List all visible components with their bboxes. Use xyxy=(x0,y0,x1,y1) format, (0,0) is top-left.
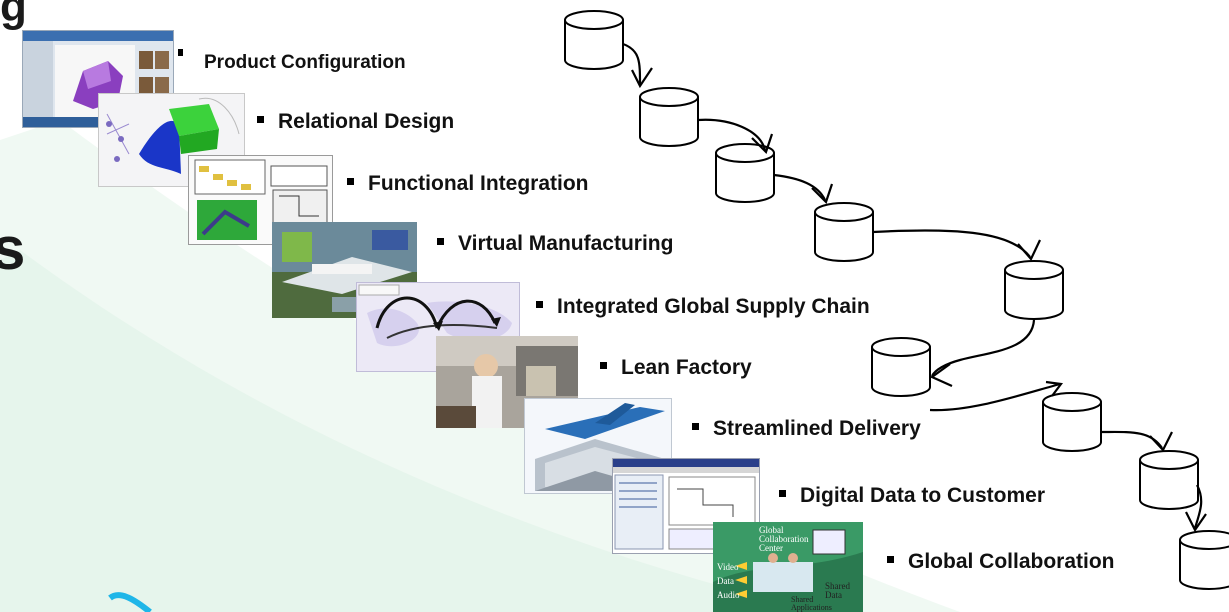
flow-arrow xyxy=(697,118,767,151)
step-text: Product Configuration xyxy=(204,52,406,73)
collab-shared-apps-label: Shared Applications xyxy=(791,595,832,612)
step-label-relational-design: Relational Design xyxy=(257,110,454,134)
step-text: Relational Design xyxy=(278,110,455,133)
step-label-functional-integration: Functional Integration xyxy=(347,172,589,196)
step-label-digital-data: Digital Data to Customer xyxy=(779,484,1045,508)
step-text: Virtual Manufacturing xyxy=(458,232,674,255)
step-label-supply-chain: Integrated Global Supply Chain xyxy=(536,295,870,319)
step-text: Streamlined Delivery xyxy=(713,417,921,440)
flow-arrow xyxy=(1193,484,1203,529)
collab-audio-label: Audio xyxy=(717,590,740,600)
database-icon xyxy=(564,10,624,70)
step-text: Lean Factory xyxy=(621,356,752,379)
thumb-global-supply-chain xyxy=(356,282,520,372)
step-label-lean-factory: Lean Factory xyxy=(600,356,752,380)
step-text: Digital Data to Customer xyxy=(800,484,1046,507)
database-icon xyxy=(1139,450,1199,510)
thumb-product-configuration xyxy=(22,30,174,128)
database-icon xyxy=(639,87,699,147)
bullet-icon xyxy=(178,49,183,57)
bullet-icon xyxy=(437,237,444,245)
collab-video-label: Video xyxy=(717,562,739,572)
thumb-digital-data xyxy=(612,458,760,554)
arrowhead-icon xyxy=(811,183,834,205)
edge-letter-top: g xyxy=(0,0,27,31)
step-label-global-collaboration: Global Collaboration xyxy=(887,550,1115,574)
flow-arrow xyxy=(773,173,826,201)
arrowhead-icon xyxy=(1149,431,1173,452)
arrowhead-icon xyxy=(751,133,774,155)
database-icon xyxy=(1004,260,1064,320)
database-icon xyxy=(1179,530,1229,590)
arrowhead-icon xyxy=(1185,511,1207,533)
bullet-icon xyxy=(347,177,354,185)
arrowhead-icon xyxy=(1017,239,1041,261)
bullet-icon xyxy=(257,115,264,123)
database-icon xyxy=(814,202,874,262)
bullet-icon xyxy=(887,555,894,563)
collab-center-label: Global Collaboration Center xyxy=(759,525,809,553)
bullet-icon xyxy=(600,361,607,369)
thumb-global-collaboration: Global Collaboration Center Video Data A… xyxy=(713,522,863,612)
arrowhead-icon xyxy=(929,363,953,388)
step-label-product-configuration: Product Configuration xyxy=(178,49,406,74)
flow-arrow xyxy=(622,42,642,85)
step-text: Integrated Global Supply Chain xyxy=(557,295,870,318)
step-text: Functional Integration xyxy=(368,172,589,195)
database-icon xyxy=(871,337,931,397)
step-text: Global Collaboration xyxy=(908,550,1115,573)
collab-shared-data-label: Shared Data xyxy=(825,581,850,600)
step-label-streamlined-delivery: Streamlined Delivery xyxy=(692,417,921,441)
flow-arrow xyxy=(929,382,1061,412)
arrowhead-icon xyxy=(631,67,653,89)
step-label-virtual-manufacturing: Virtual Manufacturing xyxy=(437,232,673,256)
flow-arrow xyxy=(872,229,1031,258)
flow-arrow xyxy=(931,319,1036,377)
bullet-icon xyxy=(536,300,543,308)
collab-data-label: Data xyxy=(717,576,734,586)
arrowhead-icon xyxy=(1045,380,1064,397)
bullet-icon xyxy=(779,489,786,497)
database-icon xyxy=(1042,392,1102,452)
edge-letter-middle: s xyxy=(0,215,26,282)
bullet-icon xyxy=(692,422,699,430)
